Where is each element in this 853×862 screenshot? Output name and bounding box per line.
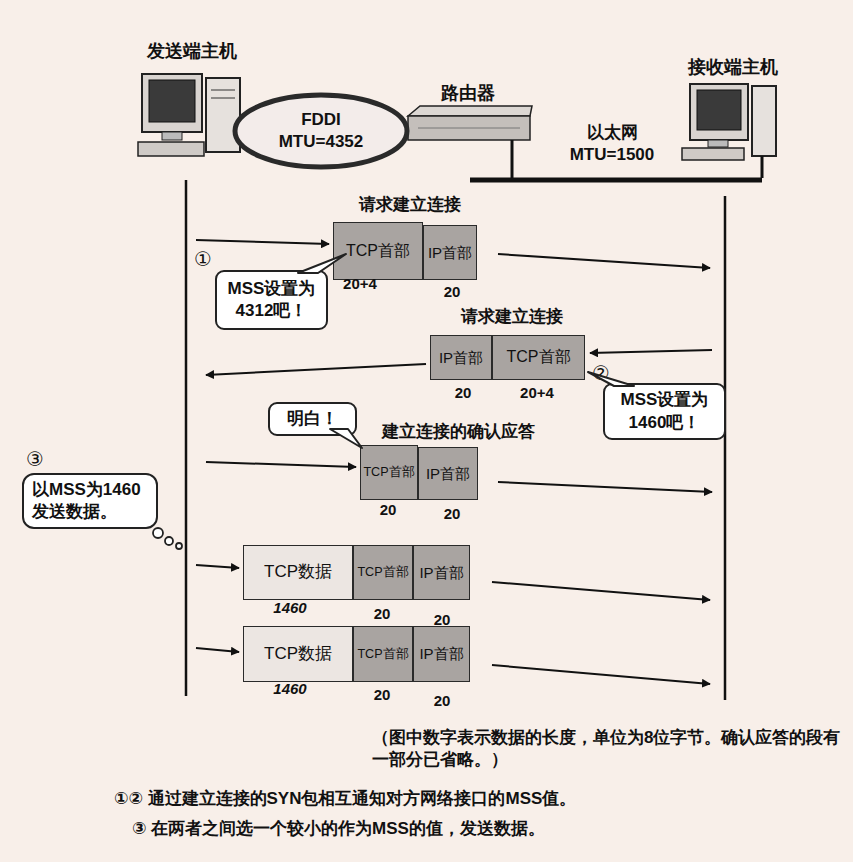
box-label: IP首部 xyxy=(426,464,470,484)
box-label: TCP数据 xyxy=(264,643,332,665)
network-label: 以太网 MTU=1500 xyxy=(557,122,667,166)
data-box: TCP数据 xyxy=(243,545,353,600)
length-value: 20 xyxy=(444,504,461,524)
header-box: TCP首部 xyxy=(360,445,418,500)
host-label: 发送端主机 xyxy=(147,40,237,63)
length-value: 20 xyxy=(374,685,391,705)
segment-label: 建立连接的确认应答 xyxy=(382,421,535,443)
box-label: TCP首部 xyxy=(363,464,414,480)
ethernet-drop xyxy=(511,140,514,178)
callout-text: 明白！ xyxy=(287,408,338,430)
header-box: TCP首部 xyxy=(333,222,423,280)
header-box: IP首部 xyxy=(418,447,478,500)
speech-callout: MSS设置为 1460吧！ xyxy=(603,383,726,440)
header-box: TCP首部 xyxy=(353,545,413,600)
length-value: 20+4 xyxy=(520,383,554,403)
box-label: TCP首部 xyxy=(346,241,410,262)
thought-bubbles xyxy=(153,528,182,549)
box-label: TCP数据 xyxy=(264,561,332,583)
length-value: 20 xyxy=(434,691,451,711)
receiver-drop xyxy=(761,156,764,178)
length-value: 20 xyxy=(434,610,451,630)
header-box: IP首部 xyxy=(413,626,470,682)
box-label: TCP首部 xyxy=(507,347,571,368)
callout-tail xyxy=(298,254,346,273)
header-box: TCP首部 xyxy=(353,626,413,682)
callout-text: MSS设置为 4312吧！ xyxy=(223,278,320,322)
sender-computer xyxy=(138,74,240,156)
note-text: （图中数字表示数据的长度，单位为8位字节。确认应答的段有一部分已省略。） xyxy=(372,727,842,771)
header-box: IP首部 xyxy=(413,545,470,600)
host-label: 接收端主机 xyxy=(688,56,778,79)
callout-text: MSS设置为 1460吧！ xyxy=(611,389,718,433)
box-label: TCP首部 xyxy=(357,646,408,662)
box-label: TCP首部 xyxy=(357,564,408,580)
data-box: TCP数据 xyxy=(243,626,353,682)
length-value: 20+4 xyxy=(343,274,377,294)
segment-label: 请求建立连接 xyxy=(461,306,563,328)
length-value: 20 xyxy=(374,604,391,624)
receiver-computer xyxy=(682,84,776,160)
ring-outline xyxy=(232,92,410,170)
callout-tail xyxy=(330,429,362,448)
packet-arrows xyxy=(196,240,712,684)
note-text: ③ 在两者之间选一个较小的作为MSS的值，发送数据。 xyxy=(132,818,545,840)
box-label: IP首部 xyxy=(428,243,472,263)
box-label: IP首部 xyxy=(419,563,463,583)
box-label: IP首部 xyxy=(419,644,463,664)
callout-number: ③ xyxy=(26,446,44,472)
segment-label: 请求建立连接 xyxy=(359,194,461,216)
length-value: 20 xyxy=(455,383,472,403)
ethernet-bus xyxy=(470,178,762,183)
fddi-ring: FDDI MTU=4352 xyxy=(232,92,410,170)
router xyxy=(408,106,532,140)
length-value: 1460 xyxy=(273,679,306,699)
length-value: 20 xyxy=(380,500,397,520)
router-label: 路由器 xyxy=(441,82,495,105)
length-value: 20 xyxy=(444,282,461,302)
header-box: TCP首部 xyxy=(492,335,585,380)
box-label: IP首部 xyxy=(439,348,483,368)
callout-number: ① xyxy=(194,246,212,272)
speech-callout: 明白！ xyxy=(268,402,357,436)
receiver-timeline xyxy=(724,196,727,700)
callout-number: ② xyxy=(592,360,610,386)
thought-callout: 以MSS为1460 发送数据。 xyxy=(22,473,158,529)
sender-timeline xyxy=(185,180,188,696)
length-value: 1460 xyxy=(273,598,306,618)
header-box: IP首部 xyxy=(430,335,492,380)
callout-text: 以MSS为1460 发送数据。 xyxy=(32,479,148,523)
header-box: IP首部 xyxy=(423,225,477,280)
note-text: ①② 通过建立连接的SYN包相互通知对方网络接口的MSS值。 xyxy=(114,788,576,810)
speech-callout: MSS设置为 4312吧！ xyxy=(215,270,328,330)
box-label: FDDI MTU=4352 xyxy=(271,109,371,153)
callout-tail xyxy=(588,372,634,386)
